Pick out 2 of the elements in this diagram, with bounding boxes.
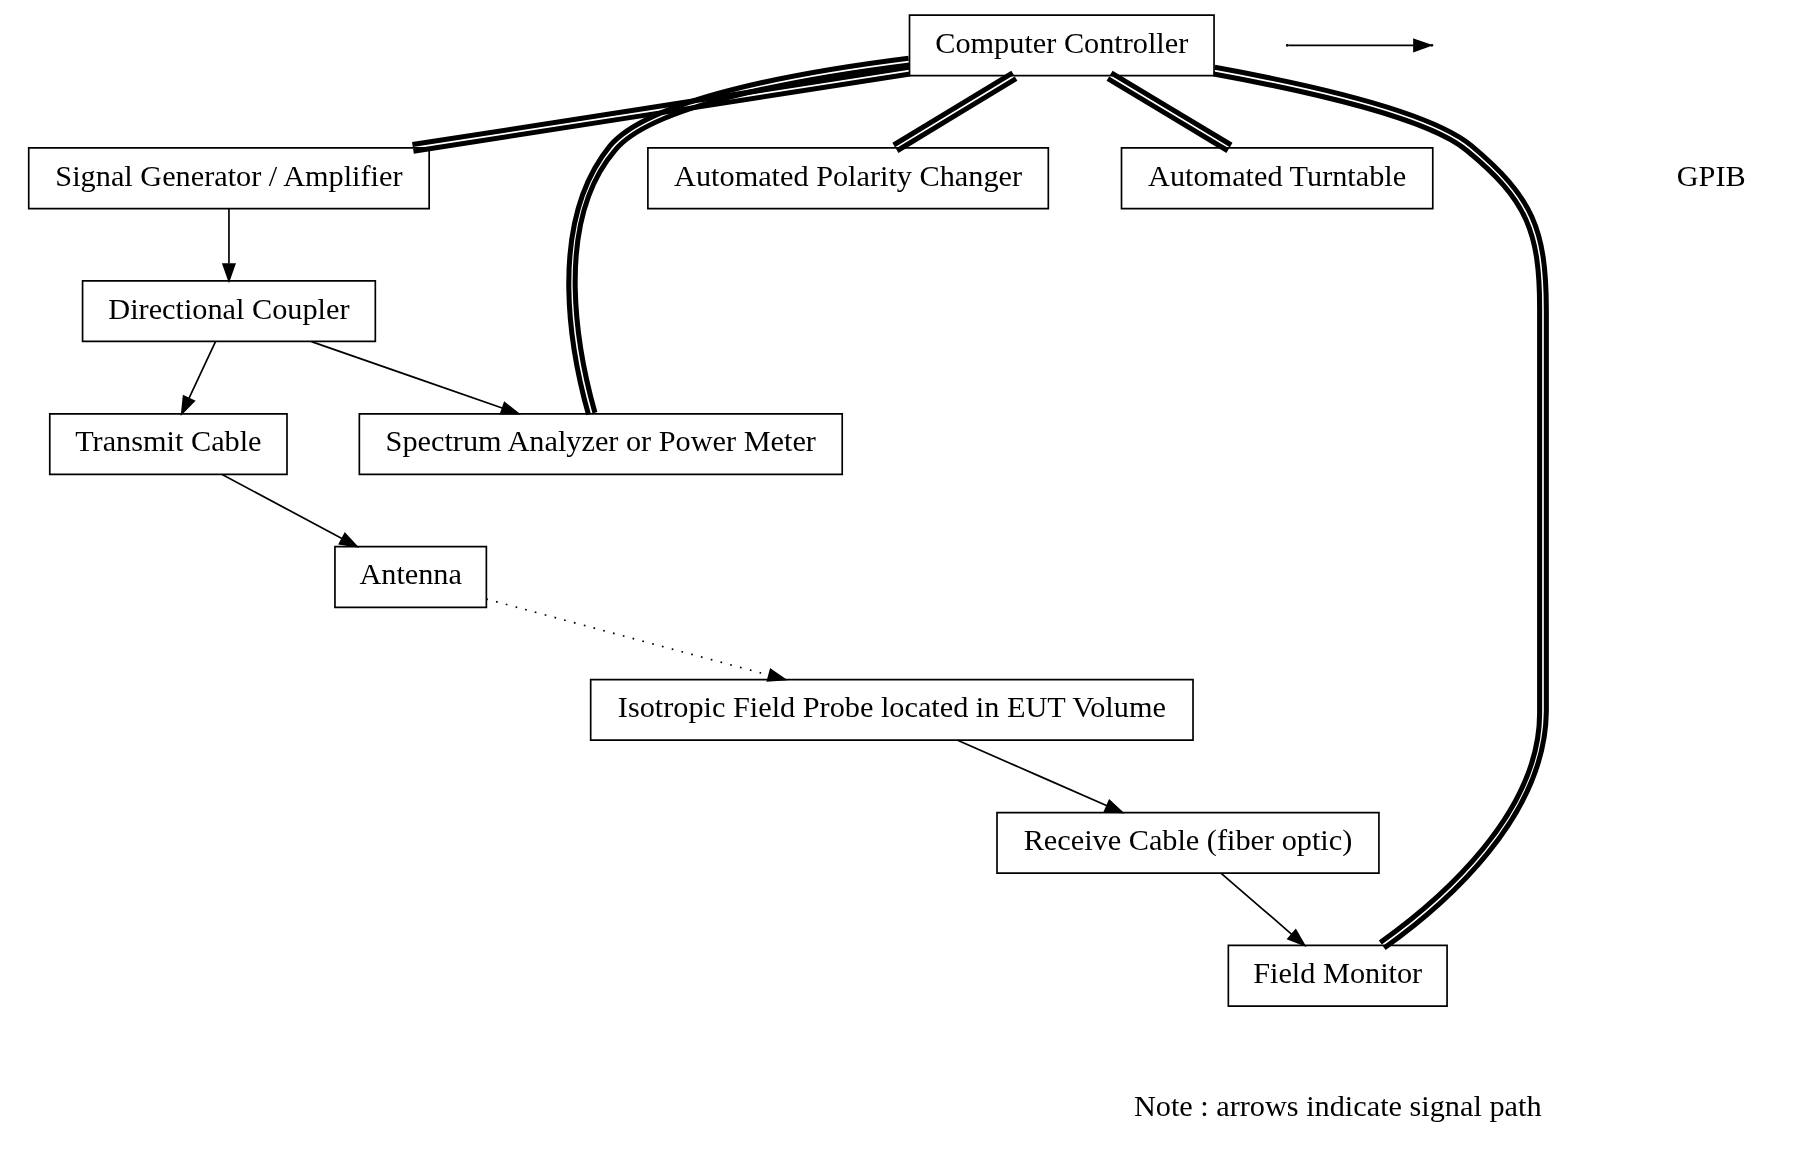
- label: GPIB: [1676, 158, 1746, 193]
- legend-label: Note : arrows indicate signal path: [1133, 1089, 1542, 1124]
